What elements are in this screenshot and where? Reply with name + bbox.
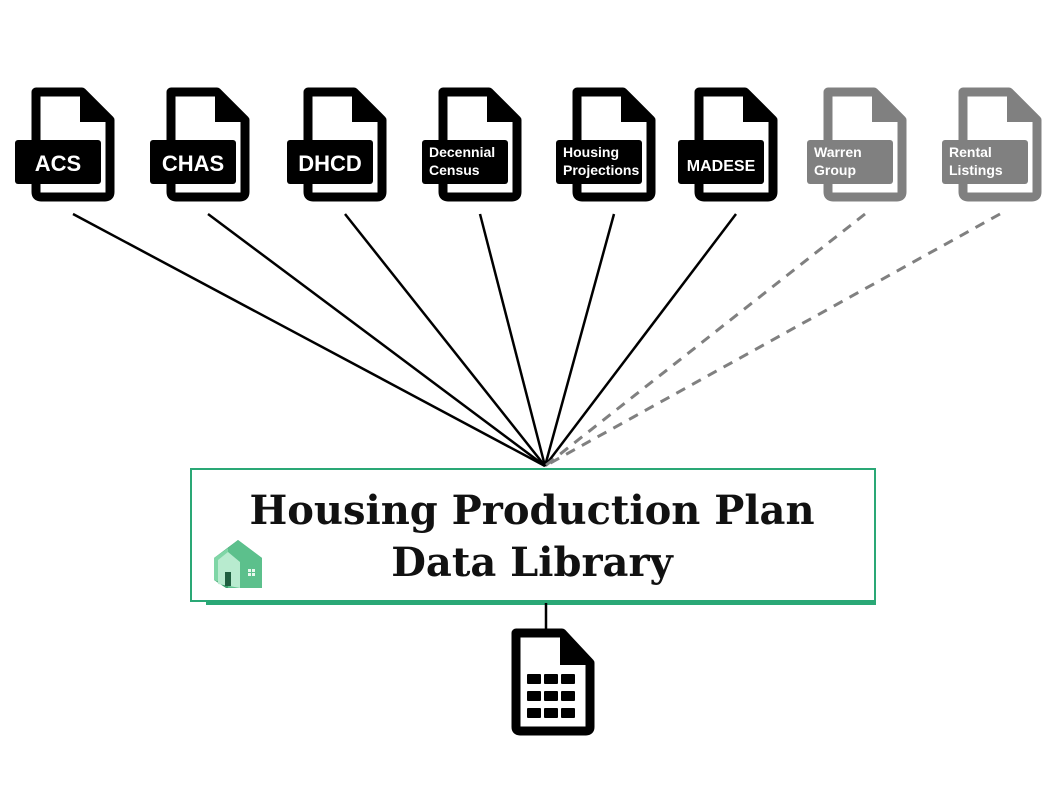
source-label-housing-projections-2: Projections bbox=[563, 162, 639, 178]
connector-decennial-census bbox=[478, 213, 547, 467]
document-icon-chas: CHAS bbox=[150, 87, 250, 202]
source-label-housing-projections-1: Housing bbox=[563, 144, 619, 160]
document-icon-dhcd: DHCD bbox=[287, 87, 387, 202]
connector-lines bbox=[72, 212, 1001, 468]
document-icon-acs: ACS bbox=[15, 87, 115, 202]
source-label-rental-listings-1: Rental bbox=[949, 144, 992, 160]
data-library-box: Housing Production Plan Data Library bbox=[190, 468, 876, 605]
source-label-dhcd-1: DHCD bbox=[298, 151, 362, 176]
library-title-line2: Data Library bbox=[391, 539, 674, 586]
connector-housing-projections bbox=[543, 213, 616, 467]
connector-warren-group bbox=[544, 212, 866, 468]
library-title-line1: Housing Production Plan bbox=[249, 487, 814, 534]
house-icon bbox=[214, 540, 262, 588]
connector-madese bbox=[544, 213, 737, 467]
source-label-madese-1: MADESE bbox=[687, 158, 756, 175]
connector-chas bbox=[207, 212, 546, 468]
source-label-warren-group-1: Warren bbox=[814, 144, 862, 160]
source-label-rental-listings-2: Listings bbox=[949, 162, 1003, 178]
connector-dhcd bbox=[344, 213, 546, 467]
spreadsheet-icon bbox=[511, 628, 595, 736]
source-label-acs-1: ACS bbox=[35, 151, 81, 176]
source-label-chas-1: CHAS bbox=[162, 151, 224, 176]
source-label-warren-group-2: Group bbox=[814, 162, 856, 178]
document-icon-madese: MADESE bbox=[678, 87, 778, 202]
connector-acs bbox=[72, 212, 546, 468]
connector-rental-listings bbox=[544, 212, 1001, 468]
source-label-decennial-census-1: Decennial bbox=[429, 144, 495, 160]
source-label-decennial-census-2: Census bbox=[429, 162, 480, 178]
